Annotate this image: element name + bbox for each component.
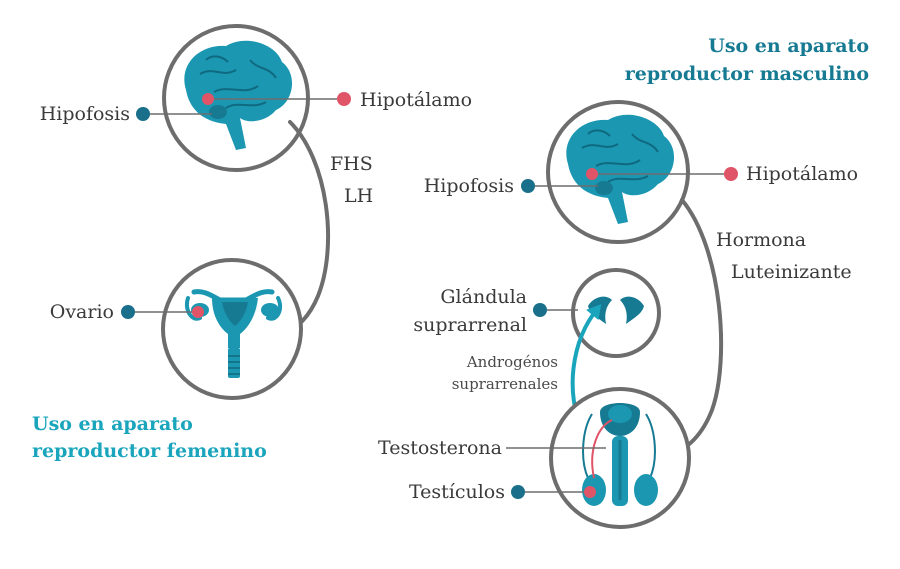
male-hormone-arrow bbox=[668, 198, 724, 456]
hormone-lh-label: LH bbox=[344, 185, 373, 207]
hormone-lh-line1: Hormona bbox=[716, 229, 806, 251]
ovario-label: Ovario bbox=[50, 301, 114, 323]
male-title-line1: Uso en aparato bbox=[708, 35, 869, 57]
hipotalamo-point-f bbox=[202, 93, 214, 105]
testiculos-dot bbox=[511, 485, 525, 499]
male-brain-group: Hipofosis Hipotálamo bbox=[424, 100, 858, 244]
female-title-line2: reproductor femenino bbox=[32, 440, 267, 462]
hipofisis-label-m: Hipofosis bbox=[424, 175, 514, 197]
hipofisis-dot-f bbox=[136, 107, 150, 121]
glandula-dot bbox=[533, 303, 547, 317]
hipotalamo-dot-f bbox=[337, 92, 351, 106]
adrenal-ring bbox=[571, 268, 661, 358]
female-title-line1: Uso en aparato bbox=[32, 413, 193, 435]
male-reproductive-icon bbox=[582, 403, 658, 506]
male-title-line2: reproductor masculino bbox=[625, 63, 869, 85]
ovario-dot bbox=[121, 305, 135, 319]
ovario-point bbox=[192, 306, 204, 318]
testosterona-label: Testosterona bbox=[378, 437, 502, 459]
hipofisis-label-f: Hipofosis bbox=[40, 103, 130, 125]
hipofisis-dot-m bbox=[521, 179, 535, 193]
testiculos-point bbox=[584, 486, 596, 498]
male-testes-group: Testosterona Testículos bbox=[378, 387, 691, 529]
hipotalamo-label-f: Hipotálamo bbox=[360, 89, 472, 111]
glandula-label-line2: suprarrenal bbox=[413, 314, 527, 336]
hipotalamo-point-m bbox=[586, 168, 598, 180]
female-brain-group: Hipofosis Hipotálamo bbox=[40, 24, 472, 172]
glandula-label-line1: Glándula bbox=[440, 286, 527, 308]
hormone-fhs-label: FHS bbox=[330, 153, 373, 175]
female-brain-icon bbox=[184, 40, 293, 150]
androgenos-label-line2: suprarrenales bbox=[452, 375, 558, 393]
hipotalamo-label-m: Hipotálamo bbox=[746, 163, 858, 185]
female-ovary-group: Ovario bbox=[50, 258, 303, 400]
adrenal-group: Glándula suprarrenal bbox=[413, 268, 661, 358]
male-brain-icon bbox=[566, 114, 675, 224]
hormone-lh-line2: Luteinizante bbox=[731, 261, 852, 283]
hipotalamo-dot-m bbox=[724, 167, 738, 181]
testiculos-label: Testículos bbox=[409, 481, 505, 503]
androgenos-label-line1: Androgénos bbox=[466, 353, 558, 371]
